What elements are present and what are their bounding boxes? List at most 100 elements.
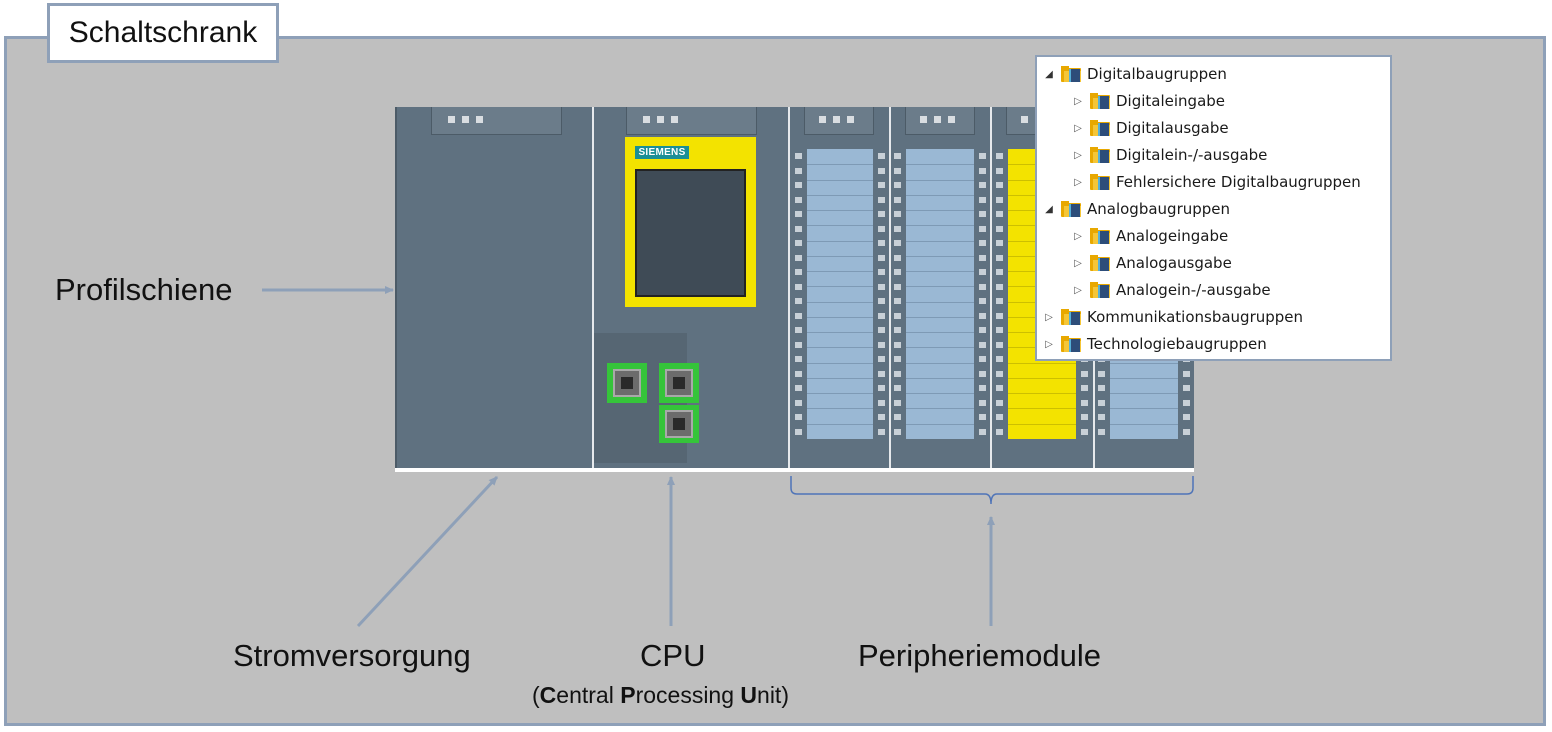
- terminal-pin: [1098, 399, 1105, 406]
- terminal-pin: [1098, 414, 1105, 420]
- terminal-pin: [878, 211, 885, 217]
- io-module-top-tab: [905, 107, 975, 135]
- label-strip-divider: [906, 164, 974, 165]
- terminal-pin: [795, 312, 802, 319]
- expand-triangle-closed-icon[interactable]: ▷: [1074, 122, 1082, 134]
- tree-item[interactable]: ▷ Digitalausgabe: [1072, 118, 1229, 138]
- ethernet-port-x1: [607, 363, 647, 403]
- expand-triangle-closed-icon[interactable]: ▷: [1074, 95, 1082, 107]
- terminal-pin: [1098, 385, 1105, 391]
- folder-module-icon: [1061, 309, 1081, 325]
- expand-triangle-open-icon[interactable]: ◢: [1045, 203, 1053, 215]
- terminal-pin: [1081, 428, 1088, 435]
- label-peripheriemodule: Peripheriemodule: [858, 638, 1101, 673]
- terminal-pin: [894, 385, 901, 391]
- terminal-pin: [1183, 428, 1190, 435]
- tree-item-label: Digitaleingabe: [1116, 92, 1226, 110]
- terminal-pin: [1081, 385, 1088, 391]
- terminal-pin: [878, 312, 885, 319]
- tree-item[interactable]: ▷Analogausgabe: [1072, 253, 1232, 273]
- label-strip-divider: [1110, 363, 1178, 364]
- terminal-pin: [996, 370, 1003, 377]
- label-strip-divider: [807, 408, 873, 409]
- expand-triangle-closed-icon[interactable]: ▷: [1074, 284, 1082, 296]
- io-module-top-tab: [804, 107, 874, 135]
- terminal-pin: [996, 211, 1003, 217]
- tree-item[interactable]: ◢Analogbaugruppen: [1043, 199, 1230, 219]
- tree-item[interactable]: ▷Digitalein-/-ausgabe: [1072, 145, 1267, 165]
- terminal-pin: [979, 240, 986, 246]
- terminal-pin: [795, 385, 802, 391]
- label-strip-divider: [1110, 424, 1178, 425]
- label-strip-divider: [1008, 378, 1076, 379]
- label-stromversorgung: Stromversorgung: [233, 638, 471, 673]
- label-strip-divider: [807, 378, 873, 379]
- terminal-pin: [795, 399, 802, 406]
- terminal-pin: [979, 428, 986, 435]
- terminal-pin: [979, 225, 986, 232]
- terminal-pin: [878, 399, 885, 406]
- terminal-pin: [979, 327, 986, 333]
- power-supply-leds: [448, 116, 483, 123]
- label-strip-divider: [807, 332, 873, 333]
- label-strip-divider: [906, 302, 974, 303]
- tree-item[interactable]: ▷Kommunikationsbaugruppen: [1043, 307, 1303, 327]
- terminal-pin: [894, 399, 901, 406]
- label-strip-divider: [807, 225, 873, 226]
- tree-item[interactable]: ▷ Digitaleingabe: [1072, 91, 1225, 111]
- terminal-pin: [795, 254, 802, 261]
- terminal-pin: [878, 254, 885, 261]
- label-strip-divider: [1008, 363, 1076, 364]
- label-strip-divider: [807, 210, 873, 211]
- label-strip-divider: [906, 180, 974, 181]
- terminal-pin: [996, 341, 1003, 348]
- module-divider: [990, 107, 992, 472]
- label-strip-divider: [906, 241, 974, 242]
- tree-item-label: Analogein-/-ausgabe: [1116, 281, 1271, 299]
- terminal-pin: [996, 399, 1003, 406]
- folder-module-icon: [1061, 336, 1081, 352]
- terminal-pin: [979, 356, 986, 362]
- label-strip-divider: [1110, 378, 1178, 379]
- label-strip-divider: [906, 393, 974, 394]
- tree-item[interactable]: ▷Analogeingabe: [1072, 226, 1228, 246]
- label-strip-divider: [807, 195, 873, 196]
- expand-triangle-closed-icon[interactable]: ▷: [1074, 230, 1082, 242]
- expand-triangle-closed-icon[interactable]: ▷: [1074, 176, 1082, 188]
- expand-triangle-closed-icon[interactable]: ▷: [1074, 149, 1082, 161]
- terminal-pin: [894, 298, 901, 304]
- terminal-pin: [878, 167, 885, 174]
- terminal-pin: [996, 254, 1003, 261]
- terminal-pin: [1081, 370, 1088, 377]
- expand-triangle-closed-icon[interactable]: ▷: [1045, 338, 1053, 350]
- terminal-pin: [894, 211, 901, 217]
- terminal-pin: [1183, 370, 1190, 377]
- label-strip-divider: [807, 424, 873, 425]
- terminal-pin: [1098, 428, 1105, 435]
- module-divider: [592, 107, 594, 472]
- terminal-pin: [795, 283, 802, 290]
- terminal-pin: [979, 370, 986, 377]
- tree-item-label: Digitalausgabe: [1116, 119, 1229, 137]
- expand-triangle-open-icon[interactable]: ◢: [1045, 68, 1053, 80]
- terminal-pin: [996, 385, 1003, 391]
- label-strip-divider: [906, 378, 974, 379]
- module-catalog-tree: ◢Digitalbaugruppen▷Digitaleingabe▷Digita…: [1035, 55, 1392, 361]
- expand-triangle-closed-icon[interactable]: ▷: [1074, 257, 1082, 269]
- label-strip-divider: [1008, 393, 1076, 394]
- tree-item[interactable]: ◢Digitalbaugruppen: [1043, 64, 1227, 84]
- terminal-pin: [878, 370, 885, 377]
- tree-item[interactable]: ▷ Analogein-/-ausgabe: [1072, 280, 1271, 300]
- label-strip-divider: [807, 164, 873, 165]
- tree-item[interactable]: ▷ Fehlersichere Digitalbaugruppen: [1072, 172, 1361, 192]
- terminal-pin: [979, 211, 986, 217]
- terminal-pin: [1081, 414, 1088, 420]
- tree-item[interactable]: ▷Technologiebaugruppen: [1043, 334, 1267, 354]
- label-strip-divider: [807, 302, 873, 303]
- terminal-pin: [894, 196, 901, 203]
- expand-triangle-closed-icon[interactable]: ▷: [1045, 311, 1053, 323]
- folder-module-icon: [1061, 201, 1081, 217]
- terminal-pin: [979, 312, 986, 319]
- tree-item-label: Fehlersichere Digitalbaugruppen: [1116, 173, 1361, 191]
- terminal-pin: [795, 370, 802, 377]
